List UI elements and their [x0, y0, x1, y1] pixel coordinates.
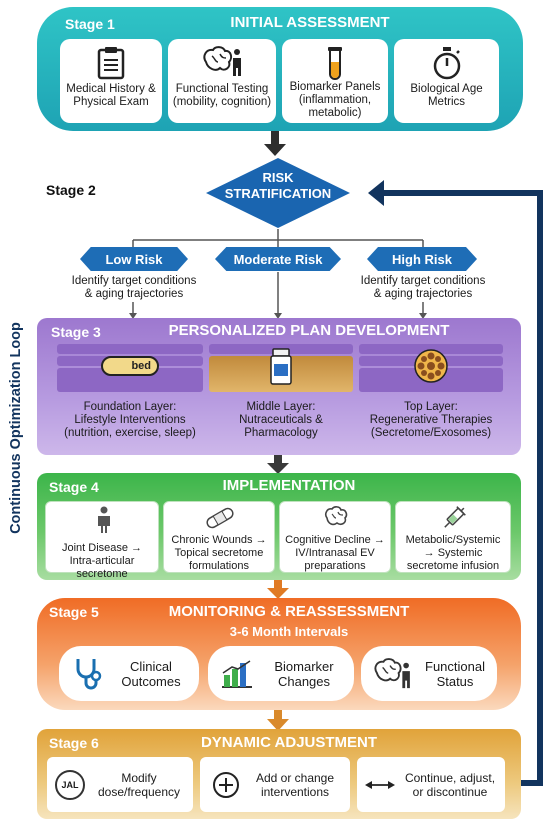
brain-walker-icon	[203, 46, 241, 76]
test-tube-icon	[328, 47, 342, 80]
middle-layer-stack	[209, 344, 353, 394]
brain-icon	[325, 506, 348, 526]
stage3-title: PERSONALIZED PLAN DEVELOPMENT	[168, 322, 450, 339]
stage6-label: Stage 6	[49, 735, 99, 751]
stage4-panel: Stage 4 IMPLEMENTATION Joint Disease →In…	[37, 473, 521, 580]
impl-joint-disease: Joint Disease →Intra-articular secretome	[45, 501, 159, 580]
risk-low: Low Risk	[80, 247, 188, 271]
arrow-stage1-to-stage2	[264, 131, 286, 156]
stage5-title: MONITORING & REASSESSMENT	[168, 603, 410, 620]
syringe-icon	[444, 506, 466, 528]
brain-walker-icon	[374, 657, 410, 688]
cell-cluster-icon	[414, 349, 448, 383]
plus-circle-icon	[213, 771, 239, 798]
stage1-title: INITIAL ASSESSMENT	[230, 14, 390, 31]
middle-layer: Middle Layer:Nutraceuticals &Pharmacolog…	[209, 344, 353, 450]
stage1-panel: Stage 1 INITIAL ASSESSMENT Medical Histo…	[37, 7, 523, 131]
arrow-stage4-to-stage5	[267, 580, 289, 599]
card-biomarker-panels: Biomarker Panels(inflammation,metabolic)	[282, 39, 388, 123]
stopwatch-icon	[433, 47, 460, 80]
stage5-label: Stage 5	[49, 604, 99, 620]
top-layer: Top Layer:Regenerative Therapies(Secreto…	[359, 344, 503, 450]
loop-label: Continuous Optimization Loop	[8, 322, 24, 534]
bar-chart-icon	[222, 659, 252, 688]
risk-high: High Risk	[367, 247, 477, 271]
arrow-stage3-to-stage4	[267, 455, 289, 474]
foundation-layer: bed Foundation Layer:Lifestyle Intervent…	[57, 344, 203, 450]
adj-continue: Continue, adjust,or discontinue	[357, 757, 505, 812]
stage2-label: Stage 2	[46, 182, 96, 198]
bed-icon: bed	[101, 356, 159, 376]
stethoscope-icon	[76, 658, 102, 689]
stage3-panel: Stage 3 PERSONALIZED PLAN DEVELOPMENT be…	[37, 318, 521, 455]
risk-low-description: Identify target conditions& aging trajec…	[71, 275, 197, 300]
stage6-title: DYNAMIC ADJUSTMENT	[200, 734, 378, 751]
risk-tree-lines	[129, 229, 427, 319]
stage1-label: Stage 1	[65, 16, 115, 32]
bandage-icon	[206, 507, 234, 529]
clipboard-icon	[97, 47, 125, 80]
risk-high-description: Identify target conditions& aging trajec…	[360, 275, 486, 300]
card-medical-history: Medical History &Physical Exam	[60, 39, 162, 123]
arrow-stage5-to-stage6	[267, 710, 289, 731]
stage5-panel: Stage 5 MONITORING & REASSESSMENT 3-6 Mo…	[37, 598, 521, 710]
top-layer-stack	[359, 344, 503, 394]
foundation-layer-stack: bed	[57, 344, 203, 394]
stage3-label: Stage 3	[51, 324, 101, 340]
card-functional-testing: Functional Testing(mobility, cognition)	[168, 39, 276, 123]
risk-moderate: Moderate Risk	[215, 247, 341, 271]
pill-bottle-icon	[270, 348, 292, 385]
double-arrow-icon	[365, 780, 395, 789]
joint-icon	[98, 506, 110, 533]
stage5-subtitle: 3-6 Month Intervals	[229, 624, 349, 639]
dose-timer-icon: JAL	[55, 769, 85, 800]
stage4-title: IMPLEMENTATION	[222, 477, 356, 494]
stage4-label: Stage 4	[49, 479, 99, 495]
